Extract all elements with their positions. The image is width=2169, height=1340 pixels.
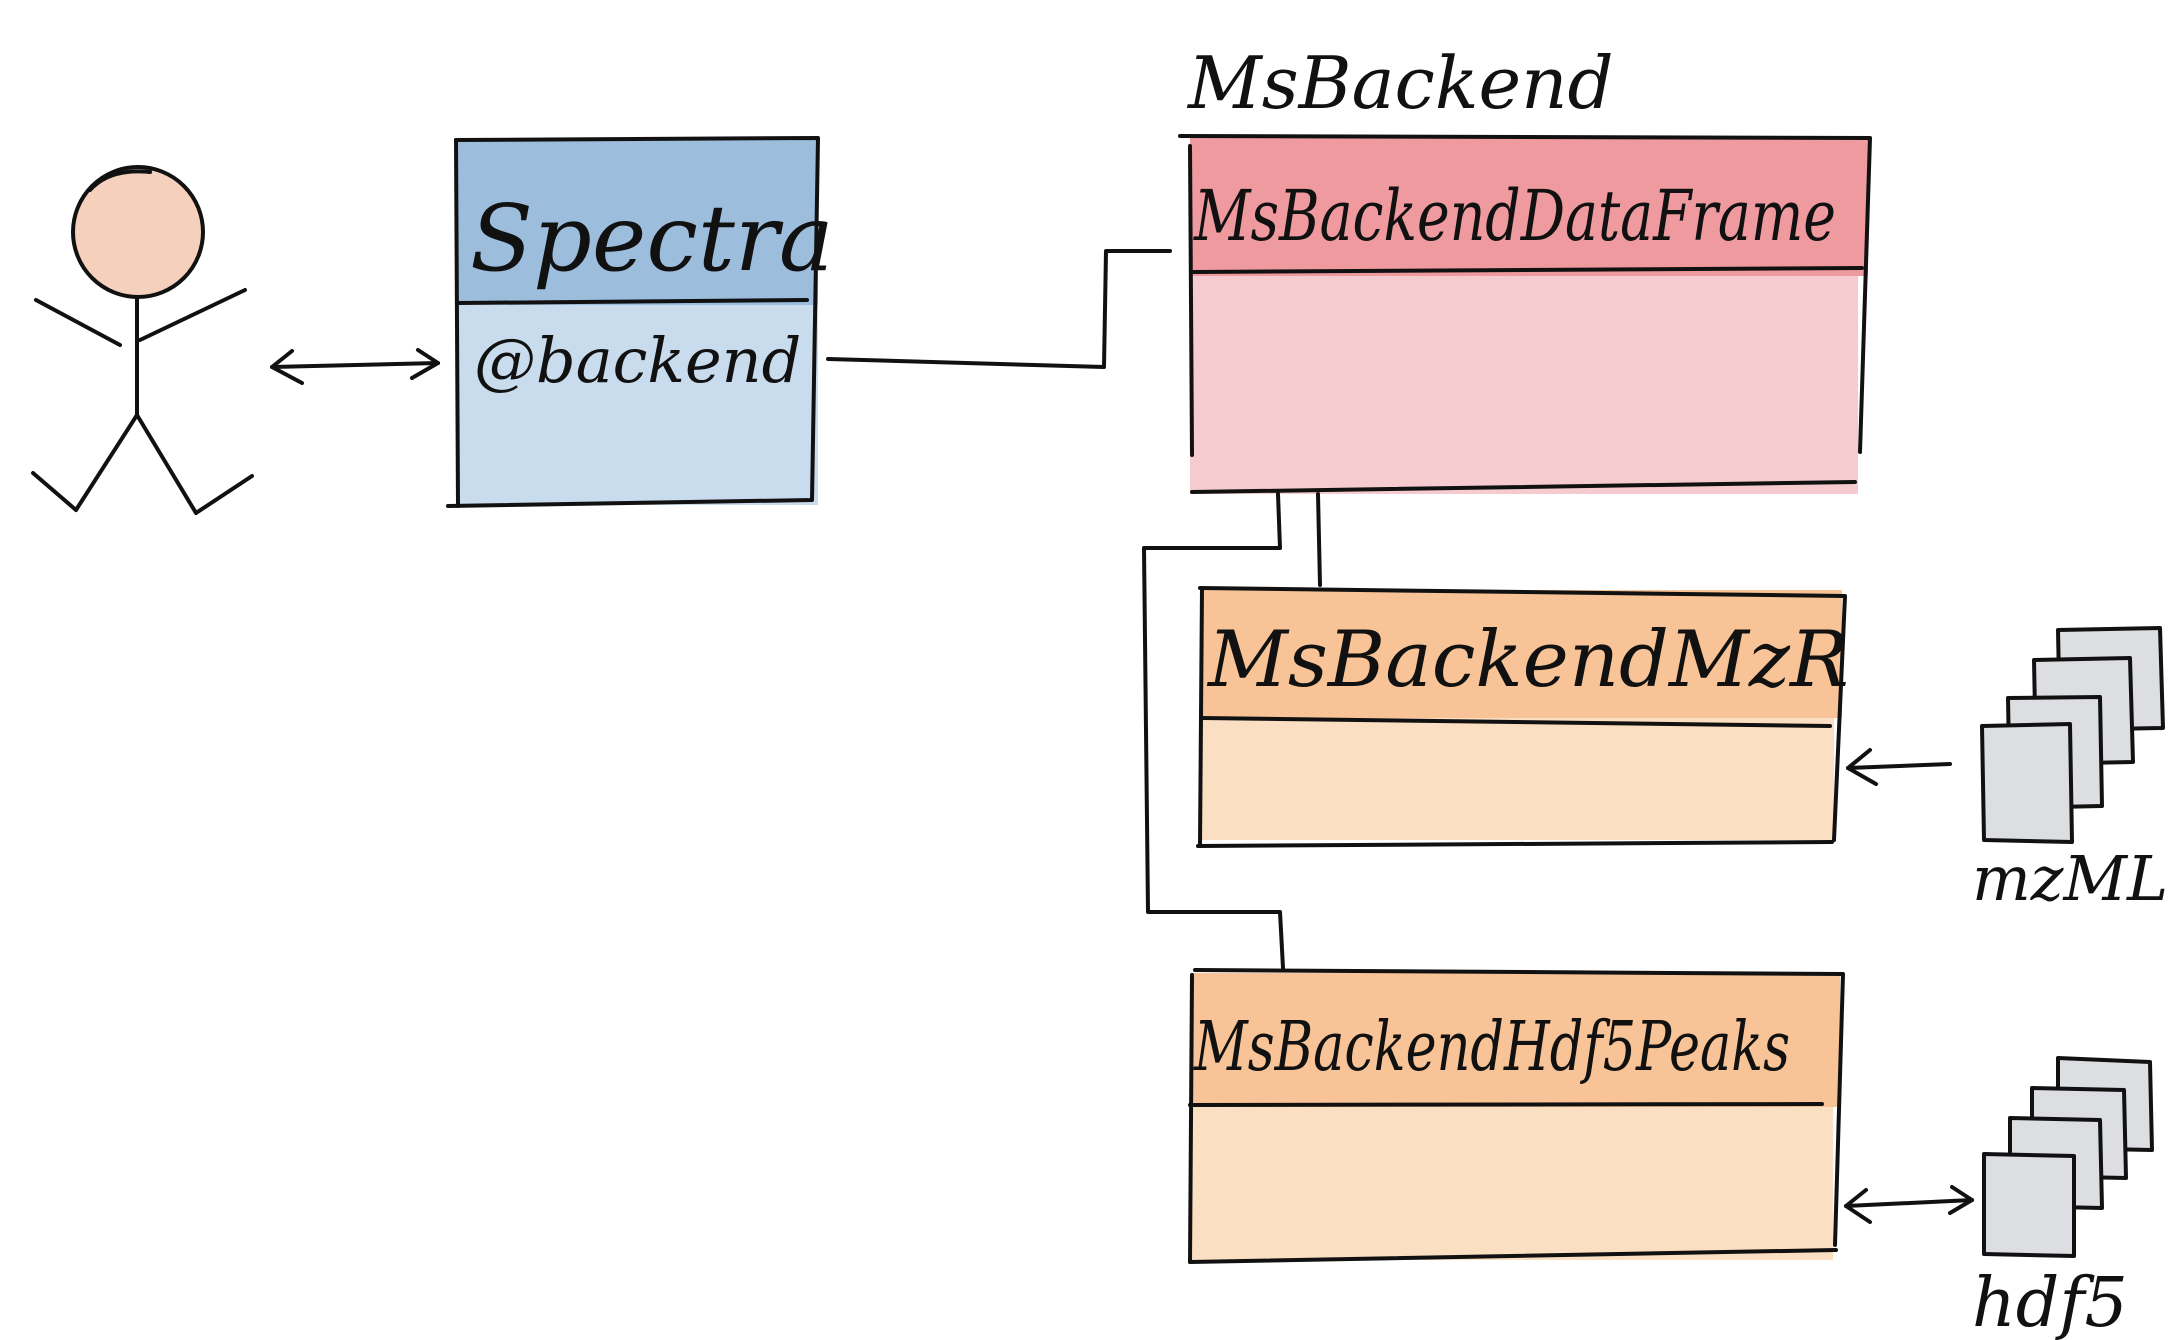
- msbackend-hdf5peaks-box: [1188, 968, 1845, 1264]
- hdf5-label: hdf5: [1972, 1264, 2128, 1340]
- hdf5-double-arrow: [1844, 1185, 1974, 1224]
- msbackend-group-label: MsBackend: [1186, 41, 1614, 125]
- msbackend-mzr-box: [1196, 586, 1847, 848]
- spectra-backend-slot: @backend: [474, 324, 801, 397]
- msbackend-dataframe-box: [1178, 134, 1872, 494]
- mzml-file-stack-icon: [1980, 626, 2165, 844]
- spectra-title: Spectra: [470, 185, 834, 292]
- hdf5-file-stack-icon: [1982, 1056, 2154, 1258]
- spectra-class-box: [446, 136, 820, 508]
- inheritance-connectors: [1142, 492, 1322, 970]
- mzml-label: mzML: [1972, 842, 2168, 915]
- user-stick-figure-icon: [31, 165, 254, 515]
- hdf5peaks-title: MsBackendHdf5Peaks: [1192, 1008, 1790, 1087]
- mzr-title: MsBackendMzR: [1206, 615, 1849, 705]
- dataframe-title: MsBackendDataFrame: [1192, 175, 1836, 257]
- mzml-to-mzr-arrow: [1846, 748, 1952, 786]
- user-spectra-double-arrow: [270, 348, 440, 385]
- spectra-backend-connector: [826, 249, 1172, 369]
